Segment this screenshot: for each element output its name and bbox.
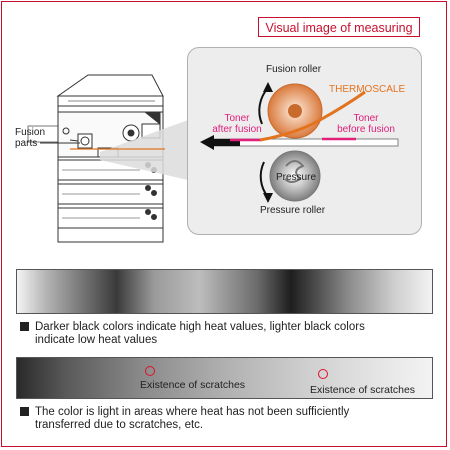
- pressure-roller-label: Pressure roller: [260, 205, 326, 216]
- heat-note: Darker black colors indicate high heat v…: [20, 321, 365, 347]
- heat-gradient-bar: [16, 269, 433, 314]
- fusion-roller-label: Fusion roller: [266, 64, 322, 75]
- pressure-label: Pressure: [276, 172, 317, 183]
- scratch-label-2: Existence of scratches: [310, 384, 416, 396]
- scratch-note: The color is light in areas where heat h…: [20, 406, 349, 432]
- fusion-parts-label: Fusion parts: [15, 127, 46, 149]
- scratch-gradient-bar: [16, 357, 433, 399]
- feed-arrow-icon: [200, 135, 240, 150]
- scratch-marker-1: [145, 366, 155, 376]
- thermoscale-label: THERMOSCALE: [329, 84, 406, 95]
- scratch-label-1: Existence of scratches: [140, 379, 246, 391]
- page-title: Visual image of measuring: [258, 17, 420, 37]
- rotation-arrow-icon: [259, 161, 269, 198]
- bullet-square-icon: [20, 322, 29, 331]
- callout-beam: [100, 120, 188, 180]
- scratch-marker-2: [318, 369, 328, 379]
- thermoscale-strip: [259, 90, 366, 142]
- pressure-roller-icon: [269, 150, 321, 202]
- copier-body: [27, 105, 164, 243]
- bullet-square-icon: [20, 407, 29, 416]
